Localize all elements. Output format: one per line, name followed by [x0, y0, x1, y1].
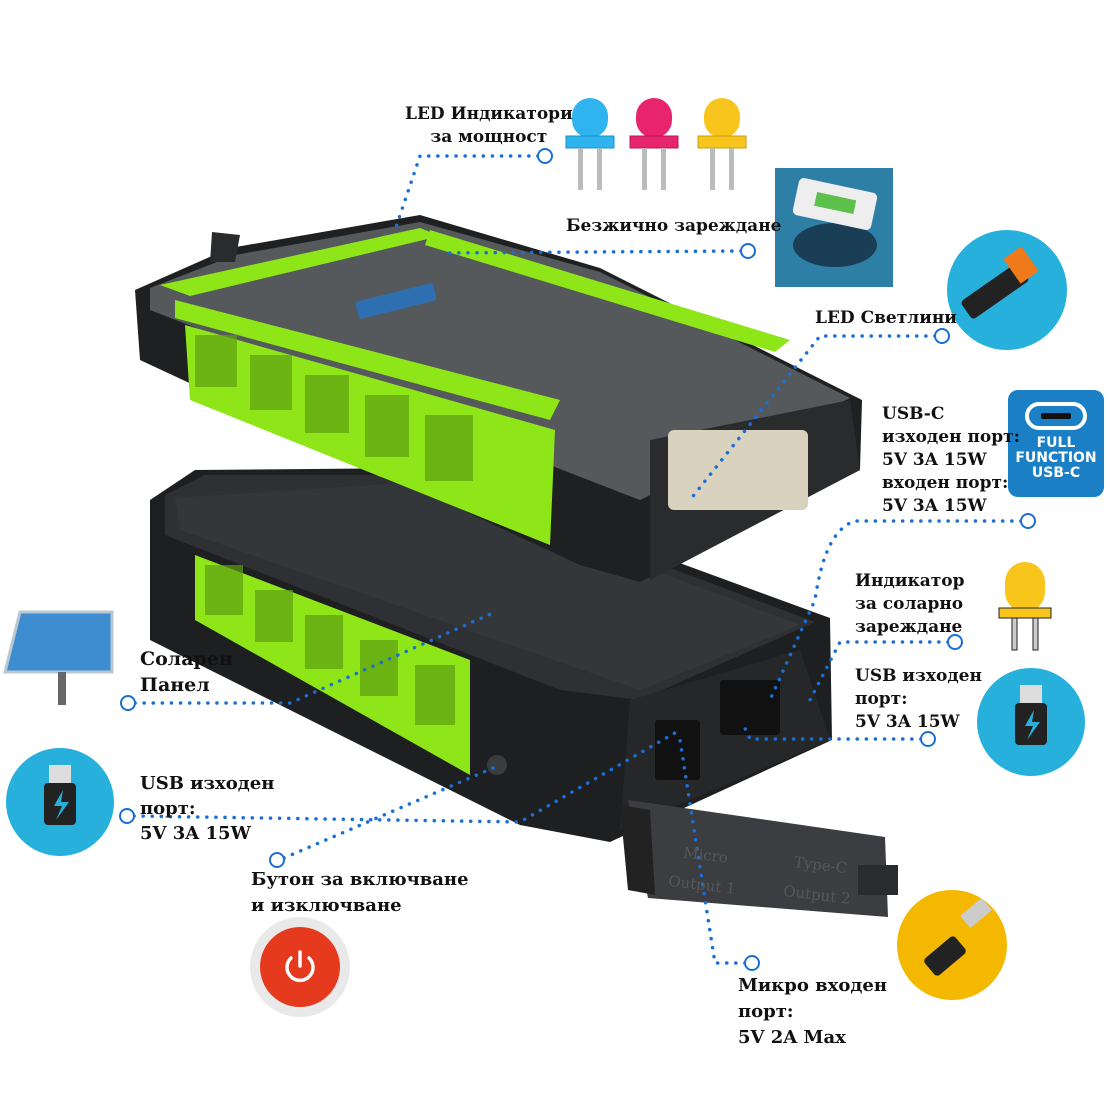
text: LED Индикатори	[405, 104, 573, 124]
label-usb-out-right: USB изходен порт: 5V 3A 15W	[855, 665, 982, 734]
leader-power-button	[282, 763, 502, 860]
wireless-charger-icon	[775, 168, 893, 287]
leader-solar-panel	[133, 610, 497, 705]
badge-line: USB-C	[1031, 465, 1081, 481]
text: зареждане	[855, 617, 963, 637]
label-usb-out-left: USB изходен порт: 5V 3A 15W	[140, 771, 274, 846]
text: порт:	[140, 798, 196, 819]
text: 5V 3A 15W	[882, 496, 987, 516]
text: Микро входен	[738, 975, 888, 996]
badge-line: FULL	[1036, 435, 1076, 451]
text: и изключване	[251, 895, 402, 916]
flashlight-icon	[947, 230, 1067, 350]
text: 5V 3A 15W	[140, 823, 251, 844]
label-wireless: Безжично зареждане	[566, 216, 782, 236]
text: 5V 3A 15W	[855, 712, 960, 732]
text: USB изходен	[140, 773, 275, 794]
cover-text-right: Type-C Output 2	[782, 846, 856, 914]
led-blue-icon	[565, 98, 615, 190]
leader-led-indicators	[393, 154, 540, 232]
text: 5V 2A Max	[738, 1027, 846, 1048]
text: Бутон за включване	[251, 869, 469, 890]
leader-usb-c	[768, 519, 1023, 702]
text: входен порт:	[882, 473, 1009, 493]
led-pink-icon	[629, 98, 679, 190]
led-yellow-icon	[697, 98, 747, 190]
label-micro-in: Микро входен порт: 5V 2A Max	[738, 973, 887, 1051]
solar-power-bank-top	[135, 215, 862, 582]
text: 5V 3A 15W	[882, 450, 987, 470]
label-led-lights: LED Светлини	[815, 308, 957, 328]
leader-usb-right	[740, 720, 923, 741]
text: за соларно	[855, 594, 964, 614]
label-power-button: Бутон за включване и изключване	[251, 867, 469, 919]
label-led-indicators: LED Индикатори за мощност	[405, 103, 573, 149]
solar-panel-icon	[3, 610, 114, 705]
text: Панел	[140, 674, 210, 696]
cover-text-left: Micro Output 1	[667, 836, 741, 904]
leader-solar-indicator	[808, 640, 950, 702]
leader-led-lights	[688, 334, 937, 502]
label-solar-panel: Соларен Панел	[140, 646, 233, 698]
text: порт:	[738, 1001, 794, 1022]
badge-line: FUNCTION	[1015, 450, 1097, 466]
leader-usb-left	[132, 728, 682, 824]
text: порт:	[855, 689, 908, 709]
text: изходен порт:	[882, 427, 1020, 447]
yellow-led-icon	[998, 562, 1052, 651]
usb-cable-icon-left	[6, 748, 114, 856]
usb-cable-icon-right	[977, 668, 1085, 776]
leader-micro	[678, 738, 747, 965]
micro-usb-icon	[897, 890, 1007, 1000]
text: за мощност	[430, 127, 548, 147]
label-usb-c: USB-C изходен порт: 5V 3A 15W входен пор…	[882, 403, 1020, 518]
power-button-icon	[250, 917, 350, 1017]
label-solar-indicator: Индикатор за соларно зареждане	[855, 570, 965, 639]
leader-wireless	[443, 249, 743, 255]
text: USB изходен	[855, 666, 982, 686]
text: Соларен	[140, 648, 233, 670]
usb-c-badge-icon: FULL FUNCTION USB-C	[1008, 390, 1104, 497]
text: USB-C	[882, 404, 945, 424]
text: Индикатор	[855, 571, 965, 591]
port-cover-flap	[620, 800, 898, 917]
